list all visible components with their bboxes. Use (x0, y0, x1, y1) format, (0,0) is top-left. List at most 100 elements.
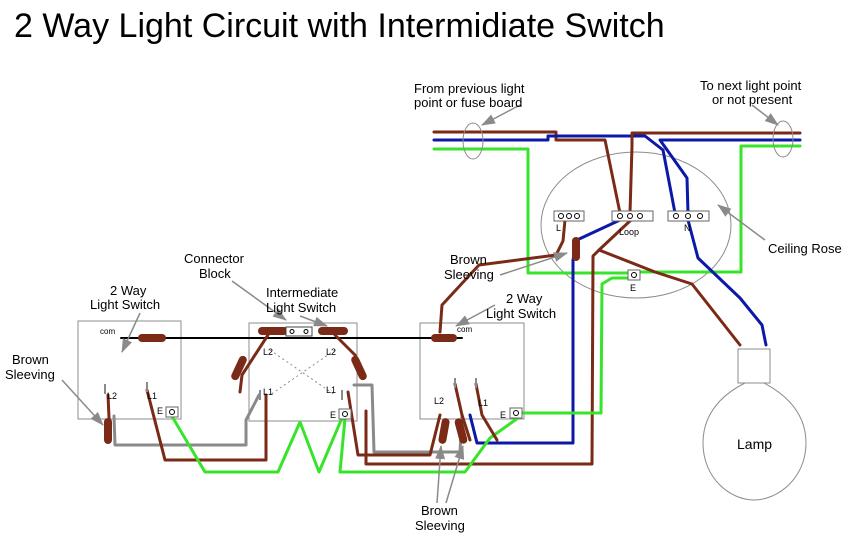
cable-out-entry (772, 120, 794, 158)
connector-block (285, 326, 313, 337)
right-e-label: E (500, 410, 506, 420)
mid-sleeving-arrow (499, 252, 568, 276)
rose-switch-sleeving (572, 237, 580, 261)
left-earth-terminal (165, 406, 179, 418)
int-l1-right-label: L1 (326, 385, 336, 395)
lamp: Lamp (702, 348, 807, 501)
ceiling-rose-terminals (553, 210, 710, 281)
supply-out-blue-wire (658, 138, 802, 215)
switch-drop-blue-wire (468, 218, 622, 445)
switch-drop-earth-wire (515, 276, 635, 415)
right-com-label: com (457, 325, 472, 334)
leader-arrows (61, 104, 779, 504)
rose-terminal-l-label: L (556, 223, 561, 233)
right-switch-arrow (455, 304, 496, 327)
left-switch-arrow (121, 312, 141, 353)
from-previous-arrow (481, 104, 521, 126)
mid-sleeving-label-line1: Brown (450, 252, 487, 267)
left-sleeving-label-line2: Sleeving (5, 367, 55, 382)
intermediate-label-line1: Intermediate (266, 285, 338, 300)
rose-terminal-n-screw-b (685, 213, 691, 219)
connector-block-screw-b (303, 329, 309, 334)
terminal-labels: L Loop N E com L2 L1 E L2 L2 L1 L1 E com… (100, 223, 691, 420)
left-l1-label: L1 (147, 391, 157, 401)
rose-terminal-e-label: E (630, 283, 636, 293)
bottom-sleeving-label-line2: Sleeving (415, 518, 465, 533)
ceiling-rose-body (540, 151, 732, 299)
right-switch-label-line1: 2 Way (506, 291, 543, 306)
rose-terminal-n-label: N (684, 223, 691, 233)
lamp-holder (737, 348, 771, 384)
rose-terminal-n (667, 210, 710, 222)
terminal-posts (104, 378, 477, 400)
mid-sleeving-label-line2: Sleeving (444, 267, 494, 282)
from-previous-label-line2: point or fuse board (414, 95, 522, 110)
connector-block-arrow (231, 280, 287, 321)
rose-terminal-l (553, 210, 585, 222)
rose-terminal-n-screw-c (697, 213, 703, 219)
intermediate-cross-link-a (269, 349, 336, 396)
right-earth-terminal-screw (513, 410, 519, 416)
rose-terminal-loop-screw-b (627, 213, 633, 219)
left-earth-terminal-screw (169, 409, 175, 415)
int-right-brown-strapper (346, 390, 442, 457)
rose-terminal-n-screw-a (673, 213, 679, 219)
lamp-bulb (702, 382, 807, 501)
ceiling-rose-label: Ceiling Rose (768, 241, 842, 256)
left-l2-grey-strapper (112, 393, 261, 447)
lamp-label: Lamp (737, 436, 772, 452)
left-e-label: E (157, 406, 163, 416)
lamp-brown-flex (597, 248, 742, 347)
supply-out-earth-wire (636, 144, 802, 274)
int-earth-wire (338, 416, 520, 474)
from-previous-label-line1: From previous light (414, 81, 525, 96)
supply-out-brown-wire (628, 131, 802, 215)
int-l2-right-label: L2 (326, 347, 336, 357)
right-switch-label-line2: Light Switch (486, 306, 556, 321)
right-l2-brown-link (453, 382, 472, 442)
switch-drop-brown-wire (438, 218, 567, 334)
page-title: 2 Way Light Circuit with Intermidiate Sw… (14, 7, 665, 45)
bottom-sleeving-arrow-b (445, 445, 465, 504)
wires (106, 130, 802, 474)
lamp-blue-flex (686, 218, 768, 347)
intermediate-cross-link-b (269, 349, 336, 396)
right-l2-label: L2 (434, 396, 444, 406)
left-l2-sleeving (104, 418, 112, 444)
rose-terminal-l-screw-a (558, 213, 564, 219)
int-earth-terminal-screw (342, 411, 348, 417)
right-com-sleeving (431, 334, 457, 342)
brown-sleevings (104, 237, 580, 444)
left-sleeving-arrow (61, 379, 104, 426)
bottom-sleeving-label-line1: Brown (421, 503, 458, 518)
rose-terminal-l-screw-c (574, 213, 580, 219)
left-com-sleeving (138, 334, 166, 342)
to-next-label-line2: or not present (712, 92, 793, 107)
right-l1-label: L1 (478, 398, 488, 408)
rose-terminal-e-screw (631, 272, 637, 278)
int-l2-left-brown-link (238, 333, 270, 394)
right-earth-terminal (509, 407, 523, 419)
intermediate-arrow (299, 315, 328, 327)
rose-terminal-loop-label: Loop (619, 227, 639, 237)
left-two-way-switch-box (77, 320, 182, 420)
intermediate-cross-links (269, 349, 336, 396)
int-e-label: E (330, 410, 336, 420)
rose-terminal-l-screw-b (566, 213, 572, 219)
rose-terminal-e (627, 269, 641, 281)
int-left-com-sleeving (258, 327, 288, 335)
supply-in-brown-wire (432, 130, 622, 215)
connector-block-body (285, 326, 313, 337)
right-l1-brown-link (474, 382, 499, 442)
right-l1-sleeving (454, 418, 468, 444)
int-l2-right-sleeving (351, 355, 367, 381)
to-next-arrow (751, 104, 779, 126)
switch-earth-terminals (165, 406, 523, 420)
right-l2-sleeving (438, 418, 450, 444)
int-earth-terminal (338, 408, 352, 420)
connector-block-label-line2: Block (199, 266, 231, 281)
supply-in-earth-wire (432, 147, 629, 275)
ceiling-rose-arrow (717, 204, 766, 241)
supply-in-blue-wire (432, 134, 677, 215)
